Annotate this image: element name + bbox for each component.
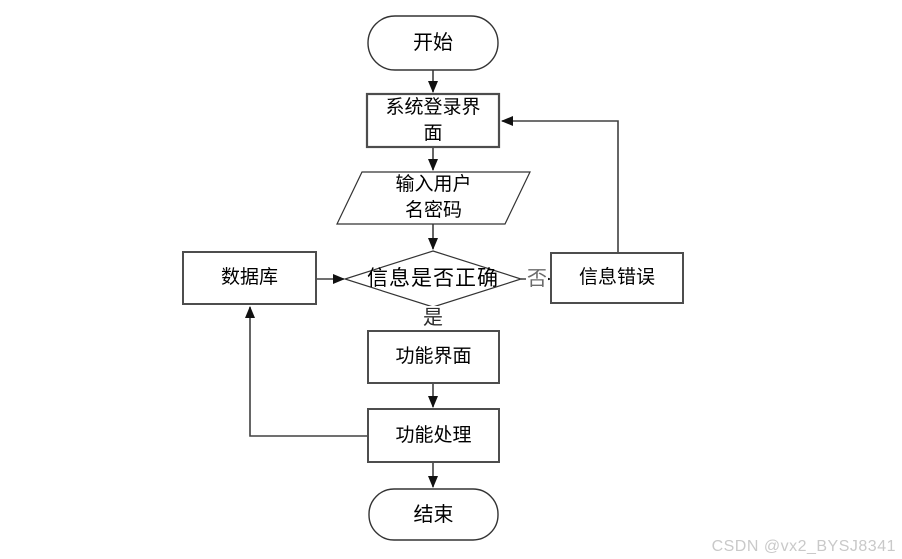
start-node-shape: [367, 15, 499, 71]
start-node-text: 开始: [413, 32, 453, 54]
end-node-shape: [368, 488, 499, 541]
func-ui-node-label: 功能界面: [368, 331, 499, 383]
database-node-label: 数据库: [183, 252, 316, 304]
error-node-label: 信息错误: [551, 253, 683, 303]
edge-error-to-login: [501, 116, 619, 253]
func-ui-node-shape: [367, 330, 500, 384]
edge-label-yes: 是: [422, 306, 444, 330]
start-node-label: 开始: [368, 16, 498, 70]
func-ui-node-text: 功能界面: [395, 346, 472, 367]
end-node-text: 结束: [413, 503, 454, 526]
error-node-text: 信息错误: [578, 267, 655, 288]
login-node-text: 系统登录界面: [385, 96, 481, 144]
end-node-label: 结束: [369, 489, 498, 540]
decision-node-text: 信息是否正确: [367, 267, 499, 290]
input-node-shape: [336, 171, 531, 225]
database-node-text: 数据库: [220, 267, 278, 288]
login-node-shape: [365, 92, 501, 149]
decision-node-label: 信息是否正确: [345, 251, 521, 307]
input-node-label: 输入用户名密码: [337, 172, 530, 224]
input-node-text: 输入用户名密码: [395, 174, 472, 221]
func-proc-node-label: 功能处理: [368, 409, 499, 462]
database-node-shape: [182, 251, 317, 305]
login-node-label: 系统登录界面: [367, 94, 499, 147]
edge-label-no: 否: [526, 267, 548, 291]
error-node-shape: [550, 252, 684, 304]
csdn-watermark: CSDN @vx2_BYSJ8341: [711, 538, 896, 555]
func-proc-node-text: 功能处理: [395, 424, 472, 446]
edge-funcproc-to-database: [245, 306, 368, 437]
func-proc-node-shape: [367, 408, 500, 463]
